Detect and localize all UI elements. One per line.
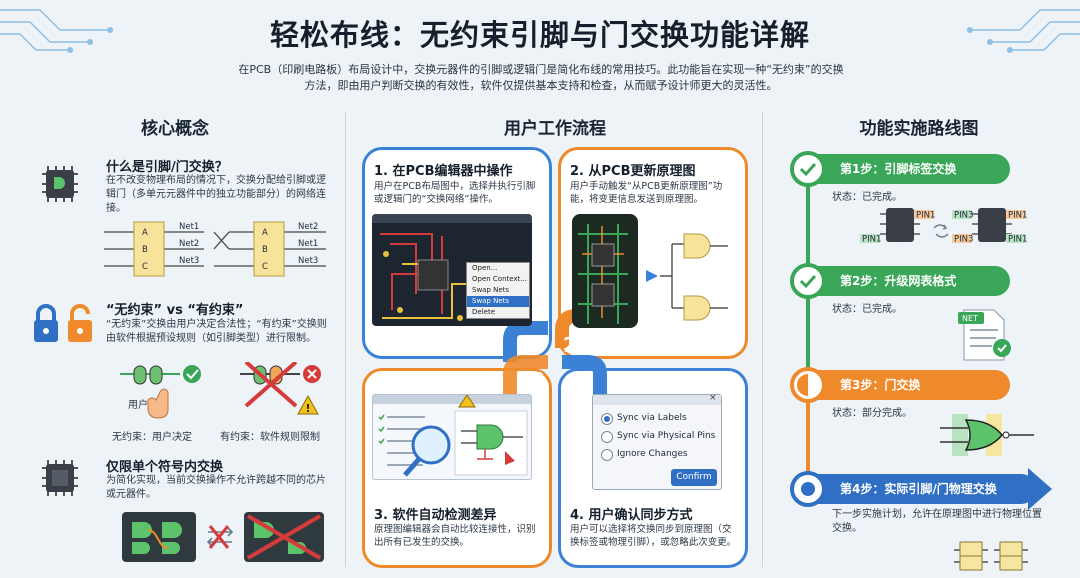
caption-constrained: 有约束：软件规则限制 — [220, 432, 320, 443]
pin-label-swap-illustration: PIN1 PIN1 PIN3 PIN1 PIN3 PIN1 — [860, 208, 1027, 245]
user-label: 用户 — [128, 400, 148, 411]
roadmap-step-2: 第2步：升级网表格式 — [800, 266, 1010, 296]
menu-open-context[interactable]: Open Context... — [472, 275, 528, 283]
caption-unconstrained: 无约束：用户决定 — [112, 432, 192, 443]
net-before-2: Net2 — [179, 239, 199, 249]
step-number-1: 1 — [527, 333, 541, 357]
diff-detection-window — [372, 394, 532, 480]
step-2-text: 用户手动触发“从PCB更新原理图”功能，将变更信息发送到原理图。 — [570, 181, 723, 205]
single-symbol-illustration — [122, 512, 324, 562]
roadmap-step-3-status: 状态：部分完成。 — [832, 408, 912, 419]
pin-label-b: B — [142, 245, 148, 255]
roadmap-step-1-check-icon — [790, 151, 826, 187]
pin-label-5: PIN3 — [954, 235, 973, 245]
gate-swap-illustration — [940, 414, 1034, 456]
pin-label-6: PIN1 — [1008, 235, 1027, 245]
pin-label-a2: A — [262, 228, 268, 238]
dialog-close-icon[interactable]: × — [709, 393, 717, 403]
roadmap-step-1-status: 状态：已完成。 — [832, 192, 902, 203]
pin-label-c2: C — [262, 262, 268, 272]
roadmap-step-4-pending-icon — [790, 471, 826, 507]
net-before-3: Net3 — [179, 256, 199, 266]
netlist-file-label: NET — [962, 314, 978, 323]
step-2-title: 2. 从PCB更新原理图 — [570, 164, 696, 179]
roadmap-arrow-head — [1028, 468, 1052, 510]
net-swap-diagram: A B C A B C Net1 Net2 Net3 Net2 Net1 Net… — [104, 221, 326, 277]
column-divider-right — [762, 112, 763, 567]
step-number-4: 4 — [565, 368, 579, 392]
menu-open[interactable]: Open... — [472, 264, 498, 272]
concept-single-symbol-text: 为简化实现，当前交换操作不允许跨越不同的芯片或元器件。 — [106, 475, 326, 500]
menu-delete[interactable]: Delete — [472, 308, 495, 316]
pin-label-3: PIN3 — [954, 211, 973, 221]
confirm-button[interactable]: Confirm — [671, 469, 717, 486]
svg-text:!: ! — [306, 402, 311, 415]
pin-label-a: A — [142, 228, 148, 238]
roadmap-line-orange — [806, 384, 810, 474]
context-menu: Open... Open Context... Swap Nets Swap N… — [466, 262, 530, 319]
circuit-decoration-right — [967, 9, 1080, 53]
roadmap-step-4: 第4步：实际引脚/门物理交换 — [800, 474, 1036, 504]
pcb-to-schematic-illustration — [572, 214, 728, 328]
concept-single-symbol-title: 仅限单个符号内交换 — [106, 460, 224, 475]
step-number-2: 2 — [563, 333, 577, 357]
diff-illustration — [373, 395, 531, 477]
menu-swap-nets[interactable]: Swap Nets — [472, 286, 510, 294]
roadmap-step-4-status: 下一步实施计划，允许在原理图中进行物理位置交换。 — [832, 509, 1042, 534]
roadmap-step-2-check-icon — [790, 263, 826, 299]
roadmap-step-2-status: 状态：已完成。 — [832, 304, 902, 315]
roadmap-step-1: 第1步：引脚标签交换 — [800, 154, 1010, 184]
step-4-title: 4. 用户确认同步方式 — [570, 508, 693, 523]
column-divider-left — [345, 112, 346, 567]
pcb-traces — [372, 214, 532, 321]
option-ignore-changes[interactable]: Ignore Changes — [597, 445, 719, 463]
page-title: 轻松布线：无约束引脚与门交换功能详解 — [269, 18, 810, 52]
pcb-editor-window: Open... Open Context... Swap Nets Swap N… — [372, 214, 532, 326]
chip-gate-icon — [42, 166, 78, 202]
roadmap-step-3: 第3步：门交换 — [800, 370, 1010, 400]
pin-label-2: PIN1 — [862, 235, 881, 245]
dialog-titlebar — [593, 395, 721, 405]
pin-label-4: PIN1 — [1008, 211, 1027, 221]
unconstrained-swap-illustration — [120, 365, 201, 419]
workflow-center-arrows — [503, 309, 607, 400]
net-after-2: Net1 — [298, 239, 318, 249]
constrained-swap-illustration: ! — [240, 362, 321, 415]
chip-icon — [42, 460, 78, 496]
step-3-title: 3. 软件自动检测差异 — [374, 508, 497, 523]
step-1-title: 1. 在PCB编辑器中操作 — [374, 164, 513, 179]
intro-text: 在PCB（印刷电路板）布局设计中，交换元器件的引脚或逻辑门是简化布线的常用技巧。… — [238, 63, 844, 92]
option-sync-labels[interactable]: Sync via Labels — [597, 409, 719, 427]
workflow-heading: 用户工作流程 — [504, 119, 606, 139]
step-4-text: 用户可以选择将交换同步到原理图（交换标签或物理引脚），或忽略此次变更。 — [570, 524, 737, 548]
pin-label-c: C — [142, 262, 148, 272]
step-1-text: 用户在PCB布局图中，选择并执行引脚或逻辑门的“交换网络”操作。 — [374, 181, 536, 205]
sync-dialog: × Sync via Labels Sync via Physical Pins… — [592, 393, 722, 490]
pin-label-1: PIN1 — [916, 211, 935, 221]
physical-swap-illustration — [954, 541, 1028, 571]
net-after-1: Net2 — [298, 222, 318, 232]
concept-constraint-title: “无约束” vs “有约束” — [106, 303, 244, 318]
lock-icons — [34, 304, 92, 342]
option-sync-physical-pins[interactable]: Sync via Physical Pins — [597, 427, 719, 445]
net-before-1: Net1 — [179, 222, 199, 232]
roadmap-heading: 功能实施路线图 — [859, 119, 979, 139]
step-3-text: 原理图编辑器会自动比较连接性，识别出所有已发生的交换。 — [374, 524, 536, 548]
net-after-3: Net3 — [298, 256, 318, 266]
concept-constraint-text: “无约束”交换由用户决定合法性；“有约束”交换则由软件根据预设规则（如引脚类型）… — [106, 319, 327, 344]
circuit-decoration-left — [0, 9, 113, 53]
concept-swap-title: 什么是引脚/门交换？ — [106, 160, 228, 175]
step-number-3: 3 — [531, 368, 545, 392]
roadmap-step-3-partial-icon — [790, 367, 826, 403]
concept-swap-text: 在不改变物理布局的情况下，交换分配给引脚或逻辑门（多单元元器件中的独立功能部分）… — [106, 175, 326, 214]
core-concepts-heading: 核心概念 — [141, 119, 209, 139]
menu-swap-nets-highlighted[interactable]: Swap Nets — [467, 296, 529, 307]
netlist-file-icon: NET — [958, 309, 1011, 361]
pin-label-b2: B — [262, 245, 268, 255]
